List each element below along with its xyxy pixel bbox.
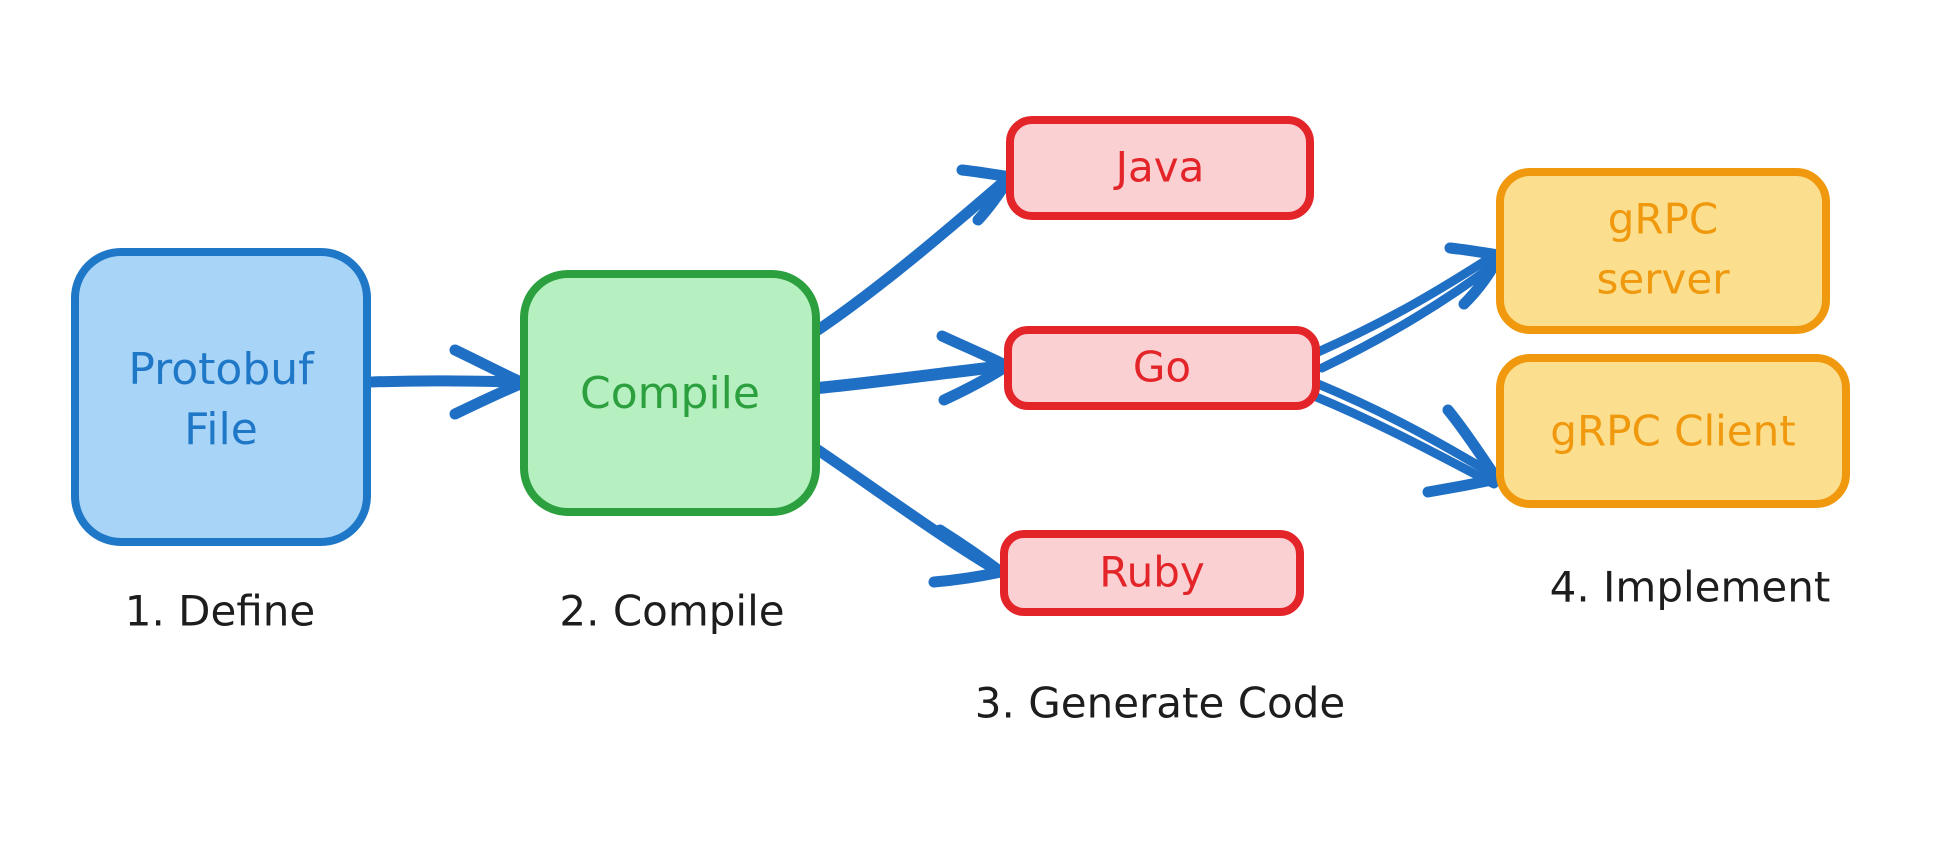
caption-generate-code: 3. Generate Code [975, 679, 1345, 728]
grpc-server-box[interactable] [1496, 168, 1830, 334]
ruby-box[interactable] [1000, 530, 1304, 616]
go-label: Go [1133, 343, 1191, 392]
grpc-server-label-line2: server [1597, 255, 1731, 304]
node-protobuf-file[interactable]: Protobuf File [71, 248, 371, 546]
edge-compile-to-java [812, 164, 1016, 336]
node-grpc-server[interactable]: gRPC server [1496, 168, 1830, 334]
grpc-client-box[interactable] [1496, 354, 1850, 508]
protobuf-file-label-line2: File [184, 404, 258, 455]
node-go[interactable]: Go [1004, 326, 1320, 410]
java-box[interactable] [1006, 116, 1314, 220]
edge-layer [366, 164, 1505, 588]
ruby-label: Ruby [1099, 548, 1204, 597]
caption-define: 1. Define [125, 587, 316, 636]
node-compile[interactable]: Compile [520, 270, 820, 516]
grpc-server-label-line1: gRPC [1608, 195, 1719, 244]
grpc-client-label: gRPC Client [1550, 407, 1795, 456]
node-java[interactable]: Java [1006, 116, 1314, 220]
node-ruby[interactable]: Ruby [1000, 530, 1304, 616]
edge-protobuf-to-compile [366, 344, 529, 420]
compile-box[interactable] [520, 270, 820, 516]
edge-compile-to-go [812, 330, 1013, 406]
edge-go-to-grpc-client [1309, 379, 1503, 498]
edge-go-to-grpc-server [1313, 242, 1505, 373]
caption-implement: 4. Implement [1550, 563, 1831, 612]
protobuf-file-label-line1: Protobuf [128, 344, 315, 395]
edge-compile-to-ruby [812, 444, 1007, 588]
compile-label: Compile [580, 368, 760, 419]
java-label: Java [1113, 143, 1205, 192]
go-box[interactable] [1004, 326, 1320, 410]
caption-compile: 2. Compile [559, 587, 784, 636]
node-grpc-client[interactable]: gRPC Client [1496, 354, 1850, 508]
protobuf-file-box[interactable] [71, 248, 371, 546]
